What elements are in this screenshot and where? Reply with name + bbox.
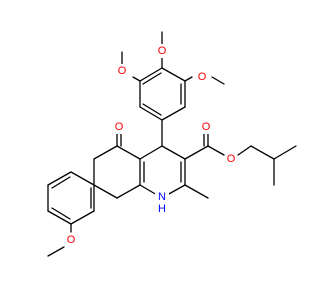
nitrogen-atom-nh: N H — [155, 190, 169, 216]
bond — [47, 210, 72, 225]
bond — [211, 76, 225, 85]
oxygen-atom-phenyl-methoxy: O — [65, 233, 77, 247]
bond — [47, 246, 65, 257]
bond — [70, 171, 95, 186]
oxygen-atom-top-center: O — [156, 44, 168, 58]
label-background — [155, 190, 169, 216]
label-background — [196, 70, 208, 84]
bond — [51, 176, 71, 189]
bond — [237, 145, 252, 156]
oxygen-atom-ester-carbonyl: O — [200, 120, 212, 134]
bond — [161, 67, 186, 82]
molecule-canvas: O O O O O O N H — [47, 31, 297, 257]
structure-diagram: O O O O O O N H — [47, 31, 297, 257]
oxygen-label: O — [118, 65, 127, 77]
bond — [273, 145, 297, 160]
bond — [93, 145, 118, 160]
label-background — [116, 64, 128, 78]
bond — [161, 106, 186, 121]
bond — [70, 210, 95, 225]
oxygen-atom-top-right: O — [196, 70, 208, 84]
hydrogen-label: H — [158, 203, 166, 215]
bond — [184, 76, 193, 82]
oxygen-atom-ketone: O — [113, 120, 125, 134]
bond — [184, 184, 209, 199]
bond — [116, 184, 141, 199]
bond — [250, 145, 275, 160]
oxygen-label: O — [67, 234, 76, 246]
bond — [47, 171, 72, 186]
bond — [166, 184, 186, 196]
oxygen-atom-top-left: O — [116, 64, 128, 78]
bond — [93, 184, 118, 199]
label-background — [113, 120, 125, 134]
bond — [142, 103, 162, 116]
bond — [142, 72, 162, 85]
oxygen-label: O — [227, 153, 236, 165]
oxygen-atom-ester-link: O — [225, 152, 237, 166]
label-background — [65, 233, 77, 247]
oxygen-label: O — [158, 45, 167, 57]
bond — [51, 207, 71, 220]
bond — [184, 145, 209, 160]
bond — [139, 106, 163, 121]
bonds — [47, 31, 297, 257]
label-background — [200, 120, 212, 134]
nitrogen-label: N — [158, 191, 166, 203]
bond — [139, 67, 163, 82]
bond — [116, 145, 141, 160]
atom-labels: O O O O O O N H — [65, 44, 237, 247]
label-background — [225, 152, 237, 166]
label-background — [156, 44, 168, 58]
bond — [161, 145, 186, 160]
bond — [139, 184, 158, 196]
oxygen-label: O — [198, 71, 207, 83]
oxygen-label: O — [115, 121, 124, 133]
bond — [132, 76, 141, 82]
bond — [139, 145, 163, 160]
oxygen-label: O — [202, 121, 211, 133]
bond — [207, 145, 225, 156]
